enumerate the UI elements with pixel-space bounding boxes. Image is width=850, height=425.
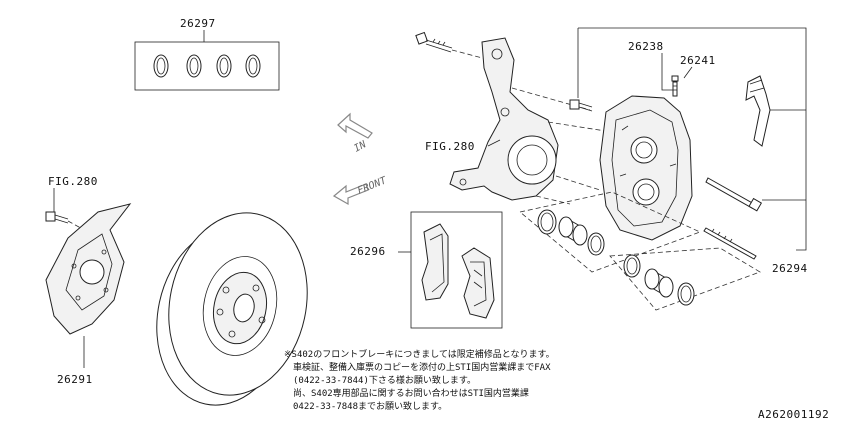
label-caliper-assembly[interactable]: 26294 bbox=[772, 262, 808, 275]
brake-pad-outer bbox=[461, 247, 495, 319]
piston-seal-upper-b bbox=[587, 232, 605, 256]
note-line-5: 0422-33-7848までお願い致します。 bbox=[293, 400, 447, 412]
note-line-1: ※S402のフロントブレーキにつきましては限定補修品となります。 bbox=[284, 348, 555, 360]
supply-note: ※S402のフロントブレーキにつきましては限定補修品となります。 車検証、整備入… bbox=[284, 348, 555, 412]
label-piston-seal-kit[interactable]: 26297 bbox=[180, 17, 216, 30]
caliper-long-pin bbox=[703, 227, 757, 260]
brake-caliper bbox=[599, 95, 693, 241]
piston-lower bbox=[644, 268, 674, 298]
fig-ref-knuckle[interactable]: FIG.280 bbox=[425, 140, 475, 153]
note-line-4: 尚、S402専用部品に関するお問い合わせはSTI国内営業課 bbox=[293, 387, 529, 399]
brake-dust-shield bbox=[45, 203, 132, 335]
label-bleeder-cap[interactable]: 26241 bbox=[680, 54, 716, 67]
brake-pad-box bbox=[410, 211, 503, 329]
piston-seal-lower-a bbox=[623, 254, 641, 278]
steering-knuckle bbox=[449, 37, 559, 201]
brake-pad-inner bbox=[421, 223, 449, 301]
label-disc-cover[interactable]: 26291 bbox=[57, 373, 93, 386]
caliper-mount-bolt bbox=[569, 99, 593, 112]
seal-kit-box bbox=[134, 41, 280, 91]
shield-bolt bbox=[45, 211, 69, 224]
note-line-3: (0422-33-7844)下さる様お願い致します。 bbox=[293, 374, 476, 386]
piston-seal-lower-b bbox=[677, 282, 695, 306]
brake-rotor bbox=[156, 212, 308, 406]
direction-front-arrow: FRONT bbox=[332, 175, 389, 206]
note-line-2: 車検証、整備入庫票のコピーを添付の上STI国内営業課までFAX bbox=[293, 361, 551, 373]
label-brake-pad-set[interactable]: 26296 bbox=[350, 245, 386, 258]
direction-front-label: FRONT bbox=[356, 175, 389, 197]
pad-pin bbox=[705, 177, 763, 212]
piston-upper bbox=[558, 216, 588, 246]
direction-in-label: IN bbox=[352, 139, 369, 155]
knuckle-bolt bbox=[415, 31, 453, 53]
pad-spring-clip bbox=[745, 75, 771, 147]
diagram-id: A262001192 bbox=[758, 408, 829, 421]
direction-in-arrow: IN bbox=[337, 112, 373, 155]
bleeder-screw bbox=[671, 75, 679, 97]
fig-ref-shield[interactable]: FIG.280 bbox=[48, 175, 98, 188]
piston-seal-upper-a bbox=[537, 209, 557, 235]
piston-seal-rings bbox=[153, 54, 261, 78]
label-caliper-bleeder[interactable]: 26238 bbox=[628, 40, 664, 53]
